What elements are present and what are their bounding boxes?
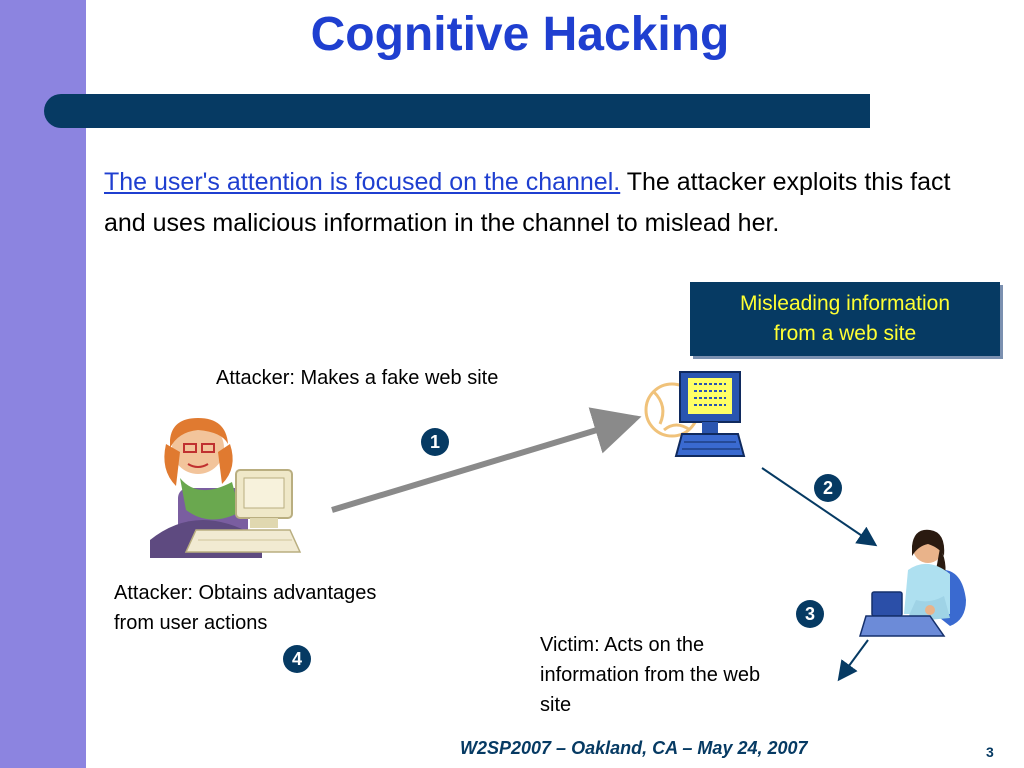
page-number: 3 xyxy=(986,744,994,760)
left-strip xyxy=(0,0,86,768)
label-advantage-line-2: from user actions xyxy=(114,612,268,634)
arrow-attacker-to-site xyxy=(331,407,642,513)
slide-title: Cognitive Hacking xyxy=(310,8,730,61)
attacker-illustration xyxy=(150,418,302,558)
step-badge-3: 3 xyxy=(796,600,824,628)
misleading-info-callout: Misleading information from a web site xyxy=(690,282,1000,356)
body-link[interactable]: The user's attention is focused on the c… xyxy=(104,168,621,196)
body-rest: The attacker exploits this fact and uses… xyxy=(104,168,951,237)
arrow-site-to-victim xyxy=(761,467,878,547)
step-badge-4: 4 xyxy=(283,645,311,673)
web-server-icon xyxy=(644,371,746,457)
step-badge-2: 2 xyxy=(814,474,842,502)
label-victim-line-1: Victim: Acts on the xyxy=(540,634,705,656)
label-advantage-line-1: Attacker: Obtains advantages xyxy=(114,582,377,604)
callout-line-2: from a web site xyxy=(773,322,917,345)
label-victim-line-2: information from the web xyxy=(540,664,761,686)
label-attacker-advantage: Attacker: Obtains advantages from user a… xyxy=(114,578,376,638)
title-underline-bar xyxy=(44,94,870,128)
arrow-victim-acts xyxy=(837,639,869,682)
footer-text: W2SP2007 – Oakland, CA – May 24, 2007 xyxy=(460,738,808,758)
label-victim: Victim: Acts on the information from the… xyxy=(540,630,760,720)
label-victim-line-3: site xyxy=(540,694,572,716)
victim-illustration xyxy=(858,529,966,637)
body-text: The user's attention is focused on the c… xyxy=(104,162,984,244)
step-badge-1: 1 xyxy=(421,428,449,456)
callout-line-1: Misleading information xyxy=(739,292,951,315)
label-fake-site: Attacker: Makes a fake web site xyxy=(216,367,499,389)
